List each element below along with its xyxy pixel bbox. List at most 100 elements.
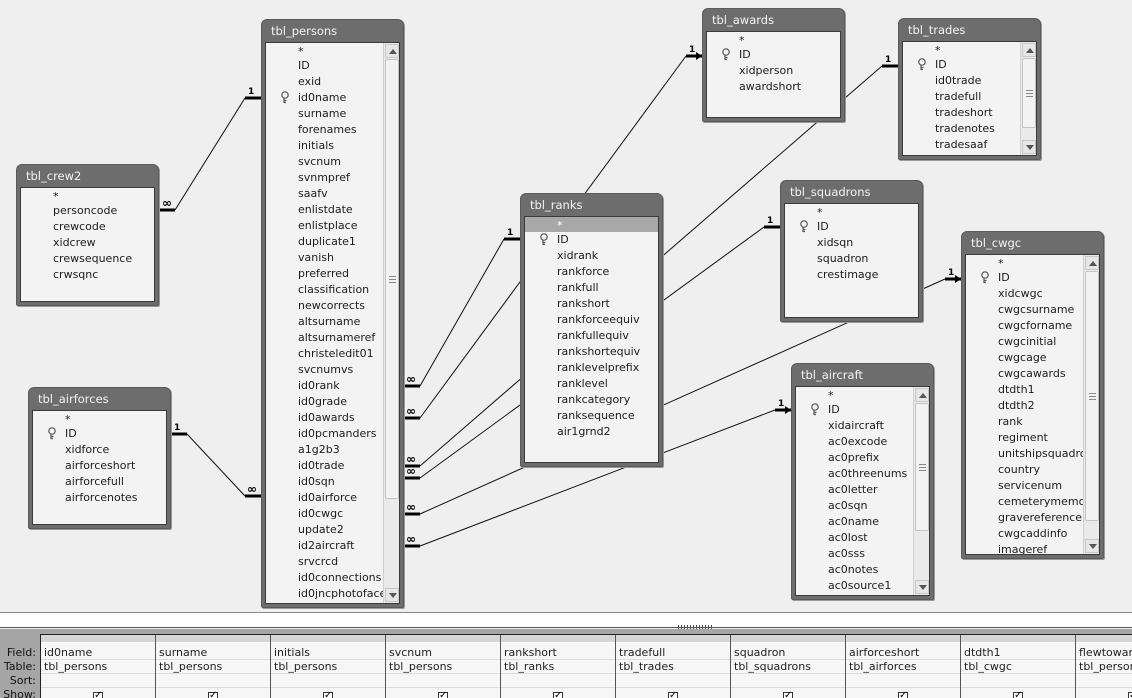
field-item[interactable]: preferred: [298, 267, 350, 280]
grid-field-cell[interactable]: surname: [156, 646, 270, 660]
table-title[interactable]: tbl_cwgc: [971, 236, 1022, 250]
field-item[interactable]: xidsqn: [817, 236, 854, 249]
field-item[interactable]: ac0prefix: [828, 451, 880, 464]
grid-sort-cell[interactable]: [501, 674, 615, 688]
field-item[interactable]: imageref: [998, 543, 1048, 555]
field-item[interactable]: awardshort: [739, 80, 802, 93]
grid-field-cell[interactable]: initials: [271, 646, 385, 660]
column-selector[interactable]: [386, 635, 500, 643]
grid-field-cell[interactable]: squadron: [731, 646, 845, 660]
field-item[interactable]: rankforce: [557, 265, 610, 278]
table-title[interactable]: tbl_ranks: [530, 198, 583, 212]
field-item[interactable]: ranklevelprefix: [557, 361, 640, 374]
field-item[interactable]: tradenotes: [935, 122, 995, 135]
field-item[interactable]: svcnumvs: [298, 363, 354, 376]
field-item[interactable]: tradefull: [935, 90, 982, 103]
field-item[interactable]: crwsqnc: [53, 268, 99, 281]
grid-sort-cell[interactable]: [271, 674, 385, 688]
field-all-columns[interactable]: *: [828, 389, 834, 402]
grid-sort-cell[interactable]: [846, 674, 960, 688]
field-item[interactable]: rankfull: [557, 281, 599, 294]
grid-sort-cell[interactable]: [156, 674, 270, 688]
field-item[interactable]: airforceshort: [65, 459, 136, 472]
grid-table-cell[interactable]: tbl_persons: [41, 660, 155, 674]
grid-sort-cell[interactable]: [41, 674, 155, 688]
field-item[interactable]: svnmpref: [298, 171, 350, 184]
field-item[interactable]: country: [998, 463, 1041, 476]
scroll-up-button[interactable]: [1085, 256, 1099, 270]
field-item[interactable]: airforcenotes: [65, 491, 138, 504]
relationship-line[interactable]: 1∞: [404, 228, 520, 388]
field-item[interactable]: cwgcinitial: [998, 335, 1057, 348]
field-item[interactable]: ac0sss: [828, 547, 865, 560]
field-item[interactable]: rankforceequiv: [557, 313, 640, 326]
grid-field-cell[interactable]: svcnum: [386, 646, 500, 660]
field-item[interactable]: id0awards: [298, 411, 355, 424]
field-item[interactable]: duplicate1: [298, 235, 356, 248]
field-item[interactable]: crewcode: [53, 220, 106, 233]
field-item[interactable]: id0rank: [298, 379, 340, 392]
field-item[interactable]: ID: [903, 57, 1020, 73]
field-all-columns[interactable]: *: [65, 413, 71, 426]
grid-table-cell[interactable]: tbl_person: [1076, 660, 1132, 674]
relationship-line[interactable]: 1∞: [160, 87, 261, 212]
field-item[interactable]: xidforce: [65, 443, 110, 456]
field-all-columns[interactable]: *: [53, 190, 59, 203]
field-item[interactable]: personcode: [53, 204, 118, 217]
field-all-columns[interactable]: *: [739, 34, 745, 47]
show-checkbox[interactable]: [898, 690, 908, 698]
field-item[interactable]: altsurname: [298, 315, 361, 328]
field-item[interactable]: ID: [33, 426, 166, 442]
grid-field-cell[interactable]: dtdth1: [961, 646, 1075, 660]
field-item[interactable]: dtdth2: [998, 399, 1035, 412]
column-selector[interactable]: [616, 635, 730, 643]
show-checkbox[interactable]: [208, 690, 218, 698]
field-all-columns[interactable]: *: [298, 45, 304, 58]
field-item[interactable]: ac0threenums: [828, 467, 908, 480]
pane-splitter-handle[interactable]: [678, 625, 712, 629]
show-checkbox[interactable]: [668, 690, 678, 698]
scroll-down-button[interactable]: [1022, 140, 1036, 154]
column-selector[interactable]: [156, 635, 270, 643]
field-item[interactable]: surname: [298, 107, 347, 120]
field-item[interactable]: ID: [525, 232, 658, 248]
grid-sort-cell[interactable]: [961, 674, 1075, 688]
grid-table-cell[interactable]: tbl_ranks: [501, 660, 615, 674]
field-item[interactable]: rankshort: [557, 297, 610, 310]
table-title[interactable]: tbl_awards: [712, 13, 775, 27]
table-title[interactable]: tbl_crew2: [26, 169, 82, 183]
field-item[interactable]: unitshipsquadron: [998, 447, 1094, 460]
field-item[interactable]: christeledit01: [298, 347, 374, 360]
show-checkbox[interactable]: [438, 690, 448, 698]
show-checkbox[interactable]: [553, 690, 563, 698]
field-item[interactable]: id0cwgc: [298, 507, 344, 520]
field-item[interactable]: ac0name: [828, 515, 879, 528]
field-item[interactable]: dtdth1: [998, 383, 1035, 396]
field-item[interactable]: squadron: [817, 252, 869, 265]
field-item[interactable]: ac0sqn: [828, 499, 868, 512]
join-line[interactable]: [174, 97, 246, 211]
field-all-columns[interactable]: *: [998, 257, 1004, 270]
scroll-thumb[interactable]: [1085, 271, 1099, 521]
field-item[interactable]: ID: [966, 270, 1083, 286]
field-item[interactable]: enlistplace: [298, 219, 358, 232]
field-item[interactable]: a1g2b3: [298, 443, 340, 456]
grid-table-cell[interactable]: tbl_airforces: [846, 660, 960, 674]
field-item[interactable]: ID: [785, 219, 918, 235]
field-item[interactable]: xidrank: [557, 249, 599, 262]
field-item[interactable]: exid: [298, 75, 322, 88]
grid-field-cell[interactable]: tradefull: [616, 646, 730, 660]
vertical-scrollbar[interactable]: [1083, 255, 1099, 554]
field-item[interactable]: svcnum: [298, 155, 341, 168]
